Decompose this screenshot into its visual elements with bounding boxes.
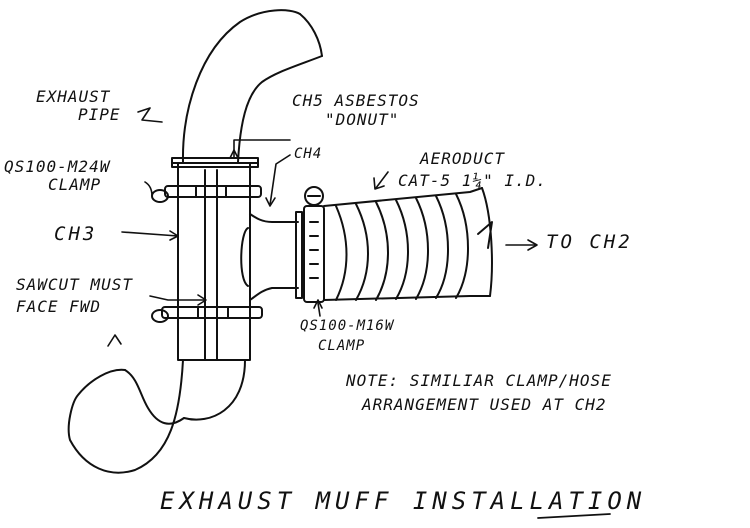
label-clamp-small-2: CLAMP — [318, 338, 366, 354]
sawcut-leader — [149, 295, 206, 301]
upper-large-clamp — [151, 185, 262, 203]
ch3-leader — [121, 231, 179, 237]
label-sawcut-2: FACE FWD — [16, 297, 102, 316]
exhaust-pipe-lower — [67, 359, 246, 474]
aeroduct-arrowhead — [373, 177, 385, 190]
ch4-arrowhead — [265, 197, 276, 207]
lower-large-clamp — [151, 306, 263, 323]
label-exhaust-pipe-2: PIPE — [78, 105, 121, 124]
note-line-2: ARRANGEMENT USED AT CH2 — [362, 395, 607, 414]
exhaust-pipe-leader — [137, 107, 163, 123]
donut-cap — [171, 157, 259, 168]
exhaust-pipe-upper — [181, 9, 323, 163]
leader-lines — [107, 107, 538, 347]
label-donut-2: "DONUT" — [325, 110, 400, 129]
note-line-1: NOTE: SIMILIAR CLAMP/HOSE — [346, 371, 612, 390]
label-exhaust-pipe-1: EXHAUST — [36, 87, 111, 106]
clamp-large-leader — [144, 181, 153, 197]
ch3-arrowhead — [169, 230, 179, 241]
clamp-small-arrowhead — [313, 299, 323, 309]
donut-leader — [233, 139, 291, 159]
label-ch4: CH4 — [294, 146, 323, 162]
aeroduct-leader — [375, 171, 389, 189]
title-underline — [537, 513, 611, 519]
drawing-title: EXHAUST MUFF INSTALLATION — [160, 487, 647, 515]
stray-tick — [107, 334, 122, 347]
muff-body — [177, 162, 251, 361]
label-donut-1: CH5 ASBESTOS — [292, 91, 420, 110]
label-clamp-large-2: CLAMP — [48, 175, 102, 194]
aeroduct-hose — [323, 187, 493, 301]
donut-arrowhead — [229, 149, 239, 159]
clamp-small-leader — [317, 302, 321, 317]
label-clamp-small-1: QS100-M16W — [300, 318, 395, 334]
label-aeroduct-1: AERODUCT — [420, 149, 506, 168]
small-clamp — [295, 186, 325, 303]
ch4-leader — [269, 154, 291, 206]
label-sawcut-1: SAWCUT MUST — [16, 275, 133, 294]
ch4-outlet — [240, 213, 299, 301]
label-clamp-large-1: QS100-M24W — [4, 157, 111, 176]
label-to-ch2: TO CH2 — [546, 231, 633, 253]
label-ch3: CH3 — [54, 223, 98, 245]
to-ch2-arrowhead — [527, 239, 538, 251]
sawcut-arrowhead — [197, 294, 207, 306]
label-aeroduct-2: CAT-5 1¼" I.D. — [398, 171, 547, 190]
